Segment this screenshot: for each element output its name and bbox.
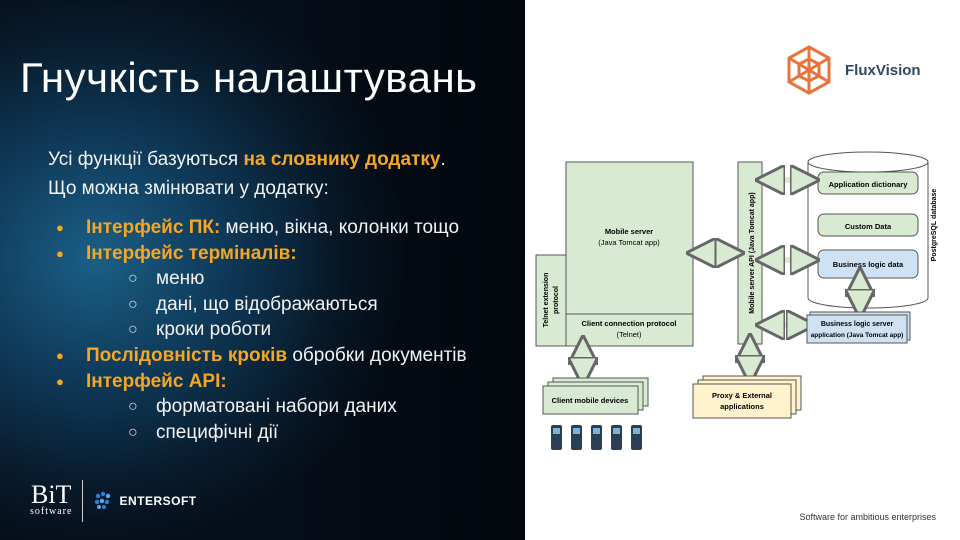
client-devices-box [542, 385, 639, 415]
intro-line-2: Що можна змінювати у додатку: [48, 178, 329, 199]
bullet-item: ● Послідовність кроків обробки документів [48, 343, 518, 369]
proxy-sublabel: applications [720, 402, 764, 411]
bullet-text: обробки документів [287, 344, 467, 366]
light-panel: FluxVision Mobile server (Java Tomcat ap… [525, 0, 960, 540]
client-protocol-label: Client connection protocol [582, 319, 677, 328]
telnet-extension-label: Telnet extension [543, 273, 550, 328]
bl-server-label: Business logic server [821, 321, 894, 328]
proxy-label: Proxy & External [712, 391, 772, 400]
sub-bullet-text: кроки роботи [156, 319, 272, 341]
sub-bullet-item: ○ специфічні дії [48, 420, 518, 446]
circle-bullet-icon: ○ [128, 270, 138, 288]
app-dictionary-label: Application dictionary [829, 180, 909, 189]
postgres-label: PostgreSQL database [931, 189, 938, 262]
bit-software-logo: BiT software [30, 482, 73, 518]
sub-bullet-item: ○ меню [48, 266, 518, 292]
bullet-dot-icon: ● [56, 245, 64, 261]
dark-panel: Гнучкість налаштувань Усі функції базуют… [0, 0, 525, 540]
sub-bullet-item: ○ форматовані набори даних [48, 394, 518, 420]
api-label: Mobile server API (Java Tomcat app) [749, 192, 756, 313]
bullet-item: ● Інтерфейс API: [48, 369, 518, 395]
bullet-dot-icon: ● [56, 220, 64, 235]
sub-bullet-text: дані, що відображаються [156, 293, 378, 315]
bullet-highlight: Послідовність кроків [86, 344, 288, 366]
postgres-database: Application dictionary Custom Data Busin… [807, 151, 938, 309]
scanner-devices [551, 425, 642, 450]
circle-bullet-icon: ○ [128, 398, 138, 416]
fluxvision-text: FluxVision [845, 61, 921, 79]
client-devices-label: Client mobile devices [552, 396, 629, 405]
fluxvision-logo: FluxVision [783, 44, 921, 96]
architecture-diagram: Mobile server (Java Tomcat app) Client c… [535, 151, 938, 450]
bullet-dot-icon: ● [56, 373, 64, 389]
mobile-server-sublabel: (Java Tomcat app) [598, 238, 660, 247]
sub-bullet-item: ○ кроки роботи [48, 317, 518, 343]
proxy-box [692, 383, 792, 419]
bit-logo-subtext: software [30, 506, 73, 517]
telnet-extension-box [535, 254, 567, 347]
bit-logo-text: BiT [30, 480, 72, 509]
bullet-text: меню, вікна, колонки тощо [220, 217, 460, 238]
intro-text: Усі функції базуються [48, 149, 239, 170]
bl-server-box-front [806, 314, 908, 344]
bullet-highlight: Інтерфейс API: [86, 370, 227, 392]
entersoft-logo: ENTERSOFT [93, 490, 196, 512]
circle-bullet-icon: ○ [128, 321, 138, 339]
mobile-server-label: Mobile server [605, 227, 653, 236]
sub-bullet-text: меню [156, 268, 205, 290]
sub-bullet-item: ○ дані, що відображаються [48, 292, 518, 318]
bullet-list: ● Інтерфейс ПК: меню, вікна, колонки тощо… [48, 215, 518, 445]
custom-data-label: Custom Data [845, 222, 892, 231]
entersoft-text: ENTERSOFT [119, 494, 197, 508]
telnet-extension-label-2: protocol [553, 286, 560, 314]
slide-title: Гнучкість налаштувань [20, 54, 478, 101]
sub-bullet-text: форматовані набори даних [156, 396, 397, 418]
circle-bullet-icon: ○ [128, 295, 138, 313]
sub-bullet-text: специфічні дії [156, 421, 279, 443]
logo-divider [82, 480, 84, 522]
fluxvision-cube-icon [787, 45, 831, 95]
footer-tagline: Software for ambitious enterprises [799, 512, 936, 522]
bullet-highlight: Інтерфейс ПК: [86, 217, 221, 238]
client-protocol-sublabel: (Telnet) [616, 330, 642, 339]
bullet-item: ● Інтерфейс терміналів: [48, 241, 518, 267]
intro-period: . [440, 149, 446, 170]
bullet-highlight: Інтерфейс терміналів: [86, 242, 297, 264]
business-data-label: Business logic data [833, 260, 904, 269]
slide-content: Усі функції базуються на словнику додатк… [48, 145, 518, 445]
custom-data-box [817, 213, 919, 237]
intro-line-1: Усі функції базуються на словнику додатк… [48, 145, 518, 174]
footer-logos: BiT software ENTERSOFT [30, 480, 197, 522]
bl-server-sublabel: application (Java Tomcat app) [811, 332, 904, 339]
mobile-server-box [565, 161, 694, 315]
bullet-dot-icon: ● [56, 347, 64, 363]
intro-highlight: на словнику додатку [243, 149, 441, 170]
entersoft-dots-icon [95, 491, 111, 509]
bullet-item: ● Інтерфейс ПК: меню, вікна, колонки тощо [48, 215, 518, 241]
circle-bullet-icon: ○ [128, 423, 138, 441]
